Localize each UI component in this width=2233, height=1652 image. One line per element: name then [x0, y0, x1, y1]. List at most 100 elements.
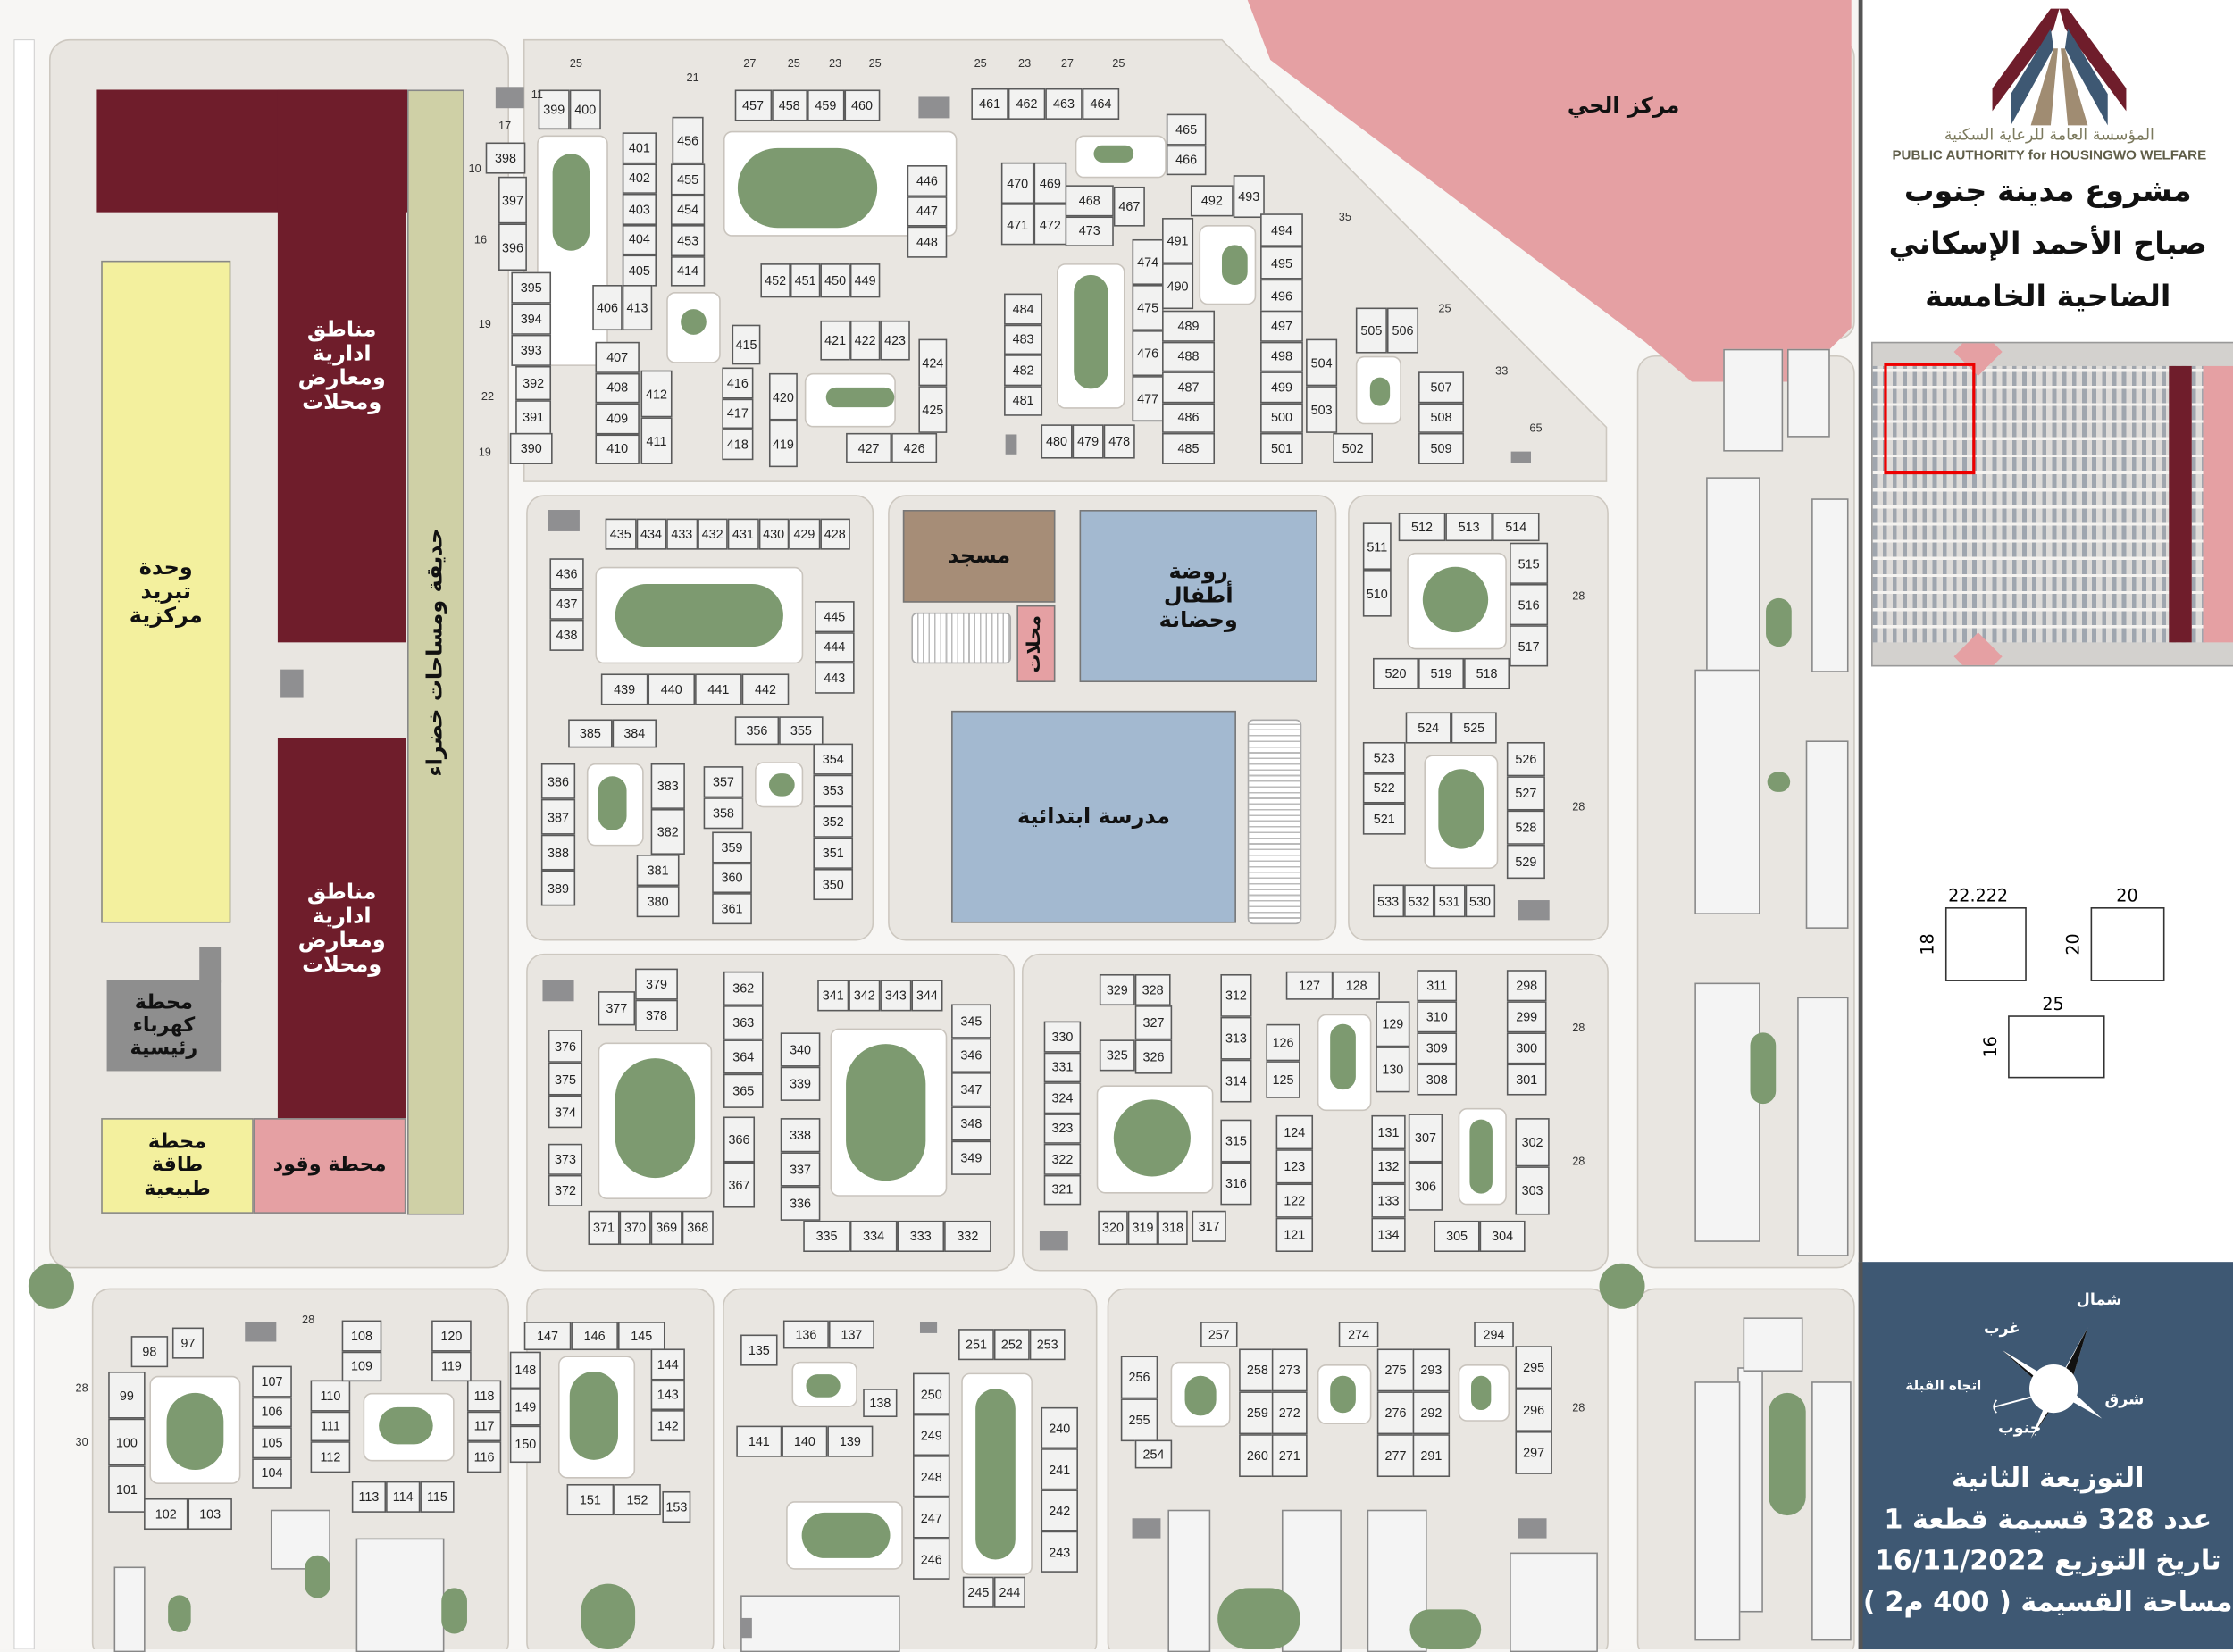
plot-511[interactable]: 511	[1363, 522, 1392, 570]
plot-476[interactable]: 476	[1133, 330, 1164, 376]
plot-329[interactable]: 329	[1100, 974, 1135, 1005]
plot-457[interactable]: 457	[735, 89, 772, 121]
plot-406[interactable]: 406	[592, 285, 622, 330]
plot-431[interactable]: 431	[728, 519, 758, 550]
plot-308[interactable]: 308	[1417, 1064, 1457, 1095]
plot-299[interactable]: 299	[1507, 1001, 1547, 1032]
plot-518[interactable]: 518	[1464, 658, 1510, 689]
plot-482[interactable]: 482	[1004, 355, 1042, 385]
plot-353[interactable]: 353	[813, 775, 853, 806]
plot-510[interactable]: 510	[1363, 570, 1392, 617]
plot-445[interactable]: 445	[815, 601, 855, 631]
plot-277[interactable]: 277	[1377, 1434, 1414, 1477]
plot-404[interactable]: 404	[623, 224, 657, 254]
plot-319[interactable]: 319	[1128, 1211, 1158, 1245]
plot-484[interactable]: 484	[1004, 294, 1042, 324]
plot-499[interactable]: 499	[1260, 371, 1303, 402]
plot-139[interactable]: 139	[827, 1426, 873, 1457]
plot-382[interactable]: 382	[651, 809, 685, 855]
plot-248[interactable]: 248	[913, 1456, 949, 1497]
plot-401[interactable]: 401	[623, 132, 657, 163]
plot-340[interactable]: 340	[781, 1032, 821, 1066]
plot-395[interactable]: 395	[511, 272, 551, 304]
plot-417[interactable]: 417	[722, 398, 753, 429]
plot-517[interactable]: 517	[1510, 625, 1548, 666]
plot-435[interactable]: 435	[606, 519, 636, 550]
plot-478[interactable]: 478	[1104, 424, 1135, 458]
plot-103[interactable]: 103	[188, 1498, 231, 1530]
plot-397[interactable]: 397	[498, 177, 527, 224]
plot-477[interactable]: 477	[1133, 376, 1164, 421]
plot-480[interactable]: 480	[1041, 424, 1073, 458]
plot-412[interactable]: 412	[640, 371, 672, 418]
plot-337[interactable]: 337	[781, 1152, 821, 1186]
plot-243[interactable]: 243	[1041, 1531, 1078, 1573]
plot-349[interactable]: 349	[951, 1141, 991, 1175]
plot-491[interactable]: 491	[1162, 218, 1193, 263]
plot-242[interactable]: 242	[1041, 1489, 1078, 1531]
plot-258[interactable]: 258	[1239, 1348, 1275, 1391]
plot-354[interactable]: 354	[813, 744, 853, 775]
plot-355[interactable]: 355	[779, 716, 823, 745]
plot-530[interactable]: 530	[1465, 884, 1495, 917]
plot-342[interactable]: 342	[849, 980, 880, 1011]
plot-385[interactable]: 385	[568, 719, 612, 747]
plot-325[interactable]: 325	[1100, 1039, 1135, 1071]
plot-317[interactable]: 317	[1192, 1211, 1226, 1242]
plot-459[interactable]: 459	[807, 89, 844, 121]
plot-380[interactable]: 380	[637, 886, 680, 917]
plot-439[interactable]: 439	[601, 673, 648, 705]
plot-328[interactable]: 328	[1135, 974, 1171, 1005]
plot-295[interactable]: 295	[1515, 1346, 1551, 1389]
plot-104[interactable]: 104	[252, 1457, 292, 1488]
plot-333[interactable]: 333	[897, 1221, 944, 1252]
plot-528[interactable]: 528	[1507, 811, 1545, 845]
plot-97[interactable]: 97	[172, 1328, 204, 1359]
plot-519[interactable]: 519	[1418, 658, 1464, 689]
plot-437[interactable]: 437	[549, 589, 583, 620]
plot-433[interactable]: 433	[666, 519, 697, 550]
plot-303[interactable]: 303	[1515, 1166, 1549, 1214]
plot-357[interactable]: 357	[704, 766, 744, 797]
plot-273[interactable]: 273	[1272, 1348, 1308, 1391]
plot-360[interactable]: 360	[712, 863, 752, 893]
plot-407[interactable]: 407	[595, 342, 639, 372]
plot-475[interactable]: 475	[1133, 285, 1164, 330]
plot-429[interactable]: 429	[789, 519, 819, 550]
plot-359[interactable]: 359	[712, 831, 752, 862]
plot-138[interactable]: 138	[863, 1389, 897, 1417]
plot-126[interactable]: 126	[1266, 1024, 1300, 1061]
plot-392[interactable]: 392	[515, 366, 551, 400]
plot-305[interactable]: 305	[1434, 1221, 1480, 1252]
plot-516[interactable]: 516	[1510, 584, 1548, 625]
plot-296[interactable]: 296	[1515, 1389, 1551, 1431]
plot-307[interactable]: 307	[1409, 1114, 1443, 1162]
plot-108[interactable]: 108	[342, 1321, 382, 1351]
plot-498[interactable]: 498	[1260, 341, 1303, 371]
plot-487[interactable]: 487	[1162, 371, 1215, 402]
plot-424[interactable]: 424	[918, 339, 947, 387]
plot-434[interactable]: 434	[636, 519, 666, 550]
plot-454[interactable]: 454	[671, 195, 705, 225]
plot-130[interactable]: 130	[1376, 1047, 1409, 1092]
plot-256[interactable]: 256	[1121, 1356, 1158, 1398]
plot-320[interactable]: 320	[1098, 1211, 1127, 1245]
plot-291[interactable]: 291	[1413, 1434, 1450, 1477]
plot-503[interactable]: 503	[1306, 386, 1337, 433]
plot-490[interactable]: 490	[1162, 263, 1193, 309]
plot-425[interactable]: 425	[918, 386, 947, 433]
plot-152[interactable]: 152	[614, 1484, 661, 1515]
plot-383[interactable]: 383	[651, 763, 685, 809]
plot-339[interactable]: 339	[781, 1067, 821, 1101]
plot-460[interactable]: 460	[844, 89, 881, 121]
plot-466[interactable]: 466	[1167, 145, 1207, 175]
plot-515[interactable]: 515	[1510, 543, 1548, 584]
plot-489[interactable]: 489	[1162, 311, 1215, 341]
plot-492[interactable]: 492	[1191, 185, 1234, 216]
plot-99[interactable]: 99	[108, 1372, 145, 1419]
plot-119[interactable]: 119	[431, 1351, 472, 1381]
plot-367[interactable]: 367	[723, 1163, 755, 1208]
plot-373[interactable]: 373	[548, 1144, 582, 1175]
plot-441[interactable]: 441	[695, 673, 742, 705]
plot-469[interactable]: 469	[1034, 163, 1067, 204]
